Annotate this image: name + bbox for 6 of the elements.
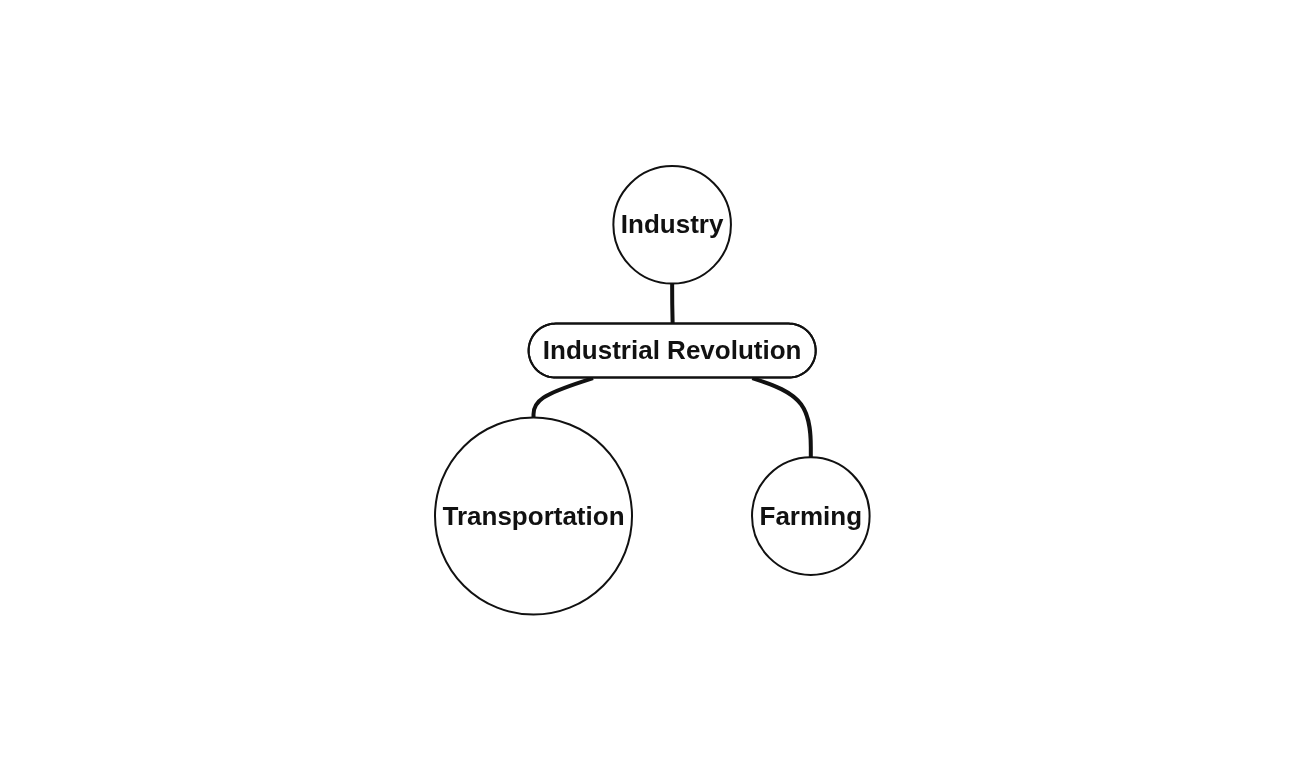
connector: [670, 283, 675, 325]
node-circle: Farming: [751, 456, 871, 577]
node-circle: Industry: [612, 165, 733, 285]
node-circle: Transportation: [434, 416, 634, 616]
connector: [531, 376, 594, 418]
connector: [751, 376, 813, 458]
